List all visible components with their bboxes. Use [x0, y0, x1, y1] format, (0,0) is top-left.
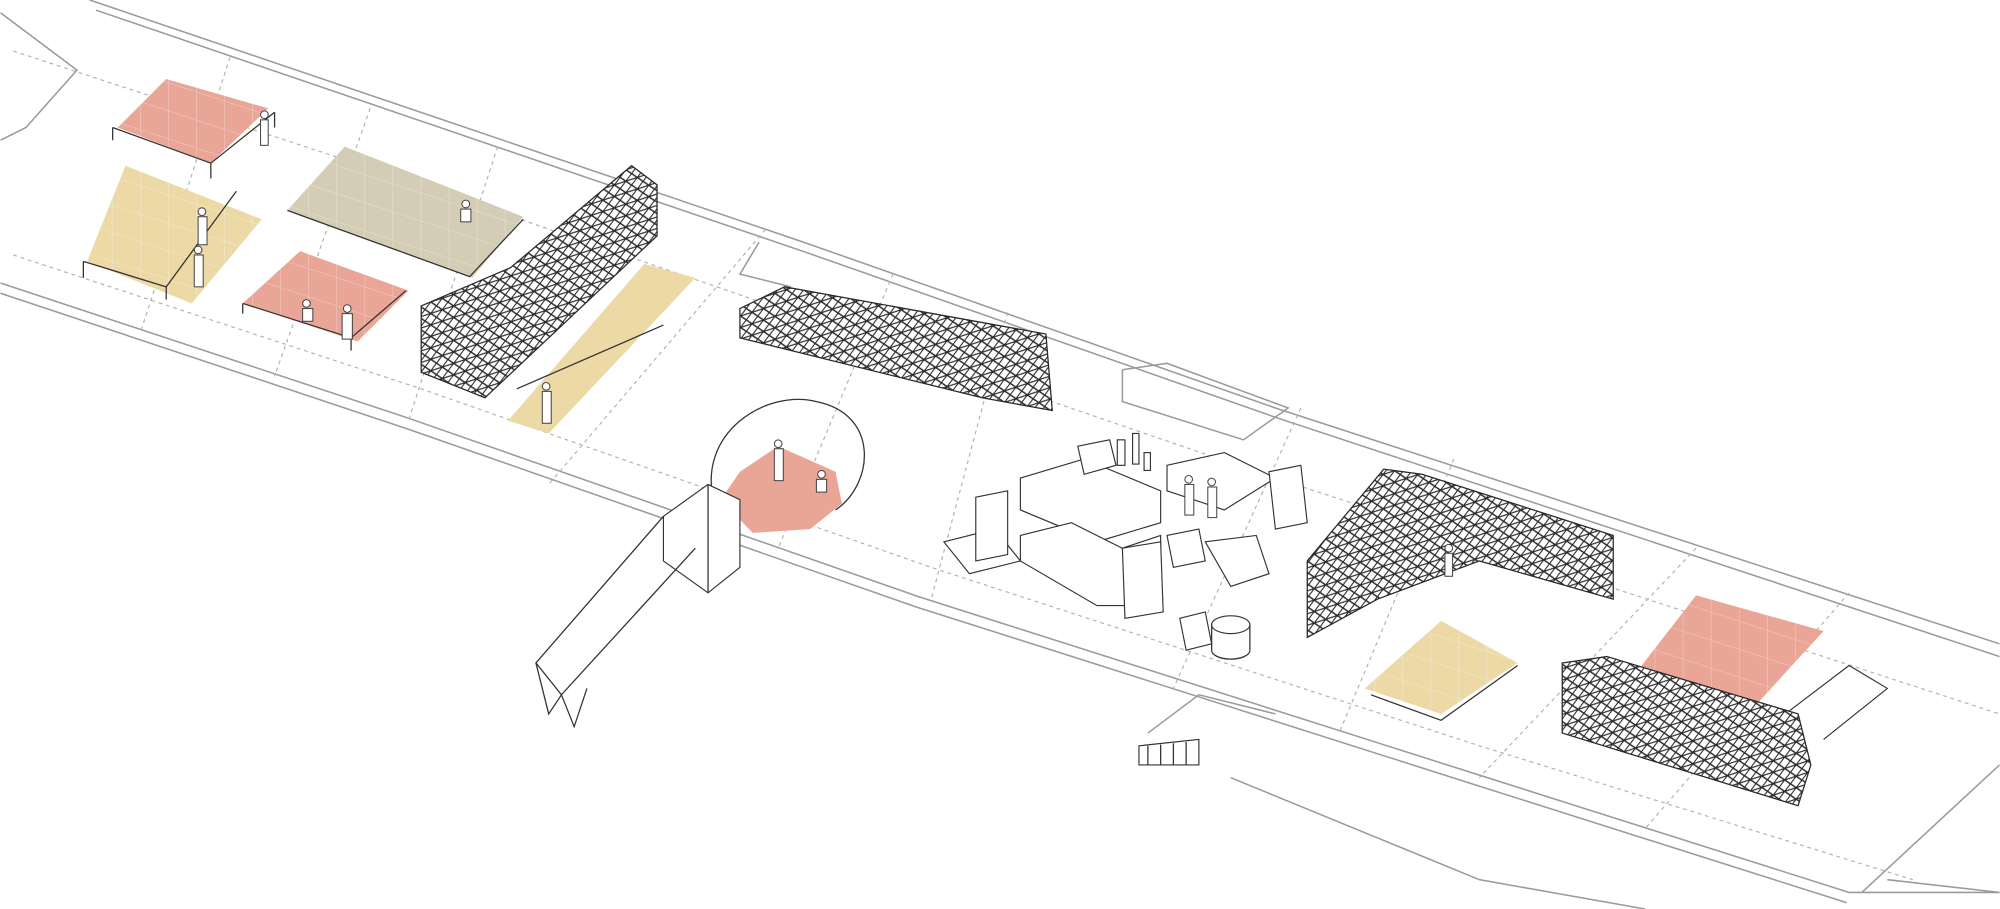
person — [193, 245, 204, 288]
person — [197, 207, 208, 246]
pink-teardrop — [720, 446, 842, 533]
person — [460, 199, 472, 223]
people — [193, 110, 1454, 577]
yellow-strip — [507, 263, 696, 434]
lattice-structures — [420, 164, 1812, 807]
mobile-unit — [535, 398, 865, 729]
lattice-wall-4 — [1561, 655, 1812, 807]
platform-frames — [82, 111, 1889, 740]
person — [341, 304, 353, 340]
stairs — [1138, 738, 1200, 766]
floor-areas — [87, 79, 1824, 714]
person — [541, 381, 552, 424]
person — [1184, 475, 1195, 516]
person — [260, 110, 269, 146]
lattice-wall-3 — [1306, 468, 1614, 639]
person — [1207, 477, 1218, 519]
person — [815, 469, 828, 493]
person — [302, 299, 314, 322]
furniture-blocks — [942, 432, 1308, 660]
lattice-wall-1 — [420, 164, 658, 399]
person — [1444, 543, 1454, 577]
lattice-wall-2 — [739, 286, 1053, 412]
person — [773, 439, 784, 482]
